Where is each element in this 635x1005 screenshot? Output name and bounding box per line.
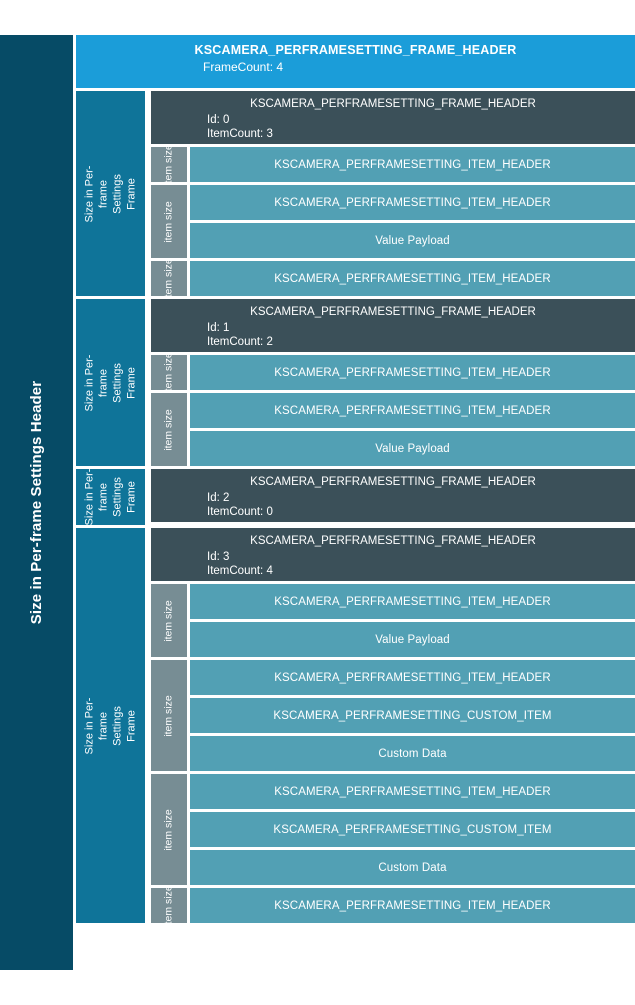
frame-body: KSCAMERA_PERFRAMESETTING_FRAME_HEADER Id:… [151, 299, 635, 466]
item-row: item size KSCAMERA_PERFRAMESETTING_ITEM_H… [151, 584, 635, 657]
top-frame-header-framecount: FrameCount: 4 [203, 60, 284, 74]
outer-band-size-in-per-frame-settings-header: Size in Per-frame Settings Header [0, 35, 73, 970]
item-size-band: item size [151, 393, 187, 466]
item-size-band: item size [151, 888, 187, 923]
item-row: item size KSCAMERA_PERFRAMESETTING_ITEM_H… [151, 774, 635, 885]
frame-size-band-label: Size in Per-frame Settings Frame [83, 354, 138, 411]
item-header-block: KSCAMERA_PERFRAMESETTING_ITEM_HEADER [190, 355, 635, 390]
frame-itemcount-text: ItemCount: 3 [207, 128, 273, 140]
value-payload-block: Value Payload [190, 223, 635, 258]
item-blocks: KSCAMERA_PERFRAMESETTING_ITEM_HEADER [190, 355, 635, 390]
item-row: item size KSCAMERA_PERFRAMESETTING_ITEM_H… [151, 393, 635, 466]
item-size-band: item size [151, 774, 187, 885]
frame-id-text: Id: 3 [207, 551, 230, 563]
item-size-band: item size [151, 185, 187, 258]
frame-header-block: KSCAMERA_PERFRAMESETTING_FRAME_HEADER Id:… [151, 528, 635, 581]
frame-header-meta: Id: 2 ItemCount: 0 [151, 491, 635, 519]
item-size-band: item size [151, 660, 187, 771]
item-size-label: item size [163, 408, 175, 451]
item-size-label: item size [163, 261, 175, 296]
item-size-label: item size [163, 694, 175, 737]
item-size-label: item size [163, 355, 175, 390]
frame-size-band: Size in Per-frame Settings Frame [76, 91, 145, 296]
custom-data-block: Custom Data [190, 850, 635, 885]
frame-body: KSCAMERA_PERFRAMESETTING_FRAME_HEADER Id:… [151, 469, 635, 525]
frame-size-band-label: Size in Per-frame Settings Frame [83, 165, 138, 222]
custom-item-header-block: KSCAMERA_PERFRAMESETTING_CUSTOM_ITEM [190, 698, 635, 733]
frame-size-band: Size in Per-frame Settings Frame [76, 528, 145, 923]
frame-body: KSCAMERA_PERFRAMESETTING_FRAME_HEADER Id:… [151, 528, 635, 923]
item-header-block: KSCAMERA_PERFRAMESETTING_ITEM_HEADER [190, 147, 635, 182]
frame-id-text: Id: 2 [207, 492, 230, 504]
value-payload-block: Value Payload [190, 431, 635, 466]
item-row: item size KSCAMERA_PERFRAMESETTING_ITEM_H… [151, 660, 635, 771]
item-size-label: item size [163, 808, 175, 851]
item-blocks: KSCAMERA_PERFRAMESETTING_ITEM_HEADER [190, 147, 635, 182]
frame-header-title: KSCAMERA_PERFRAMESETTING_FRAME_HEADER [250, 306, 536, 318]
frame-header-block: KSCAMERA_PERFRAMESETTING_FRAME_HEADER Id:… [151, 91, 635, 144]
item-header-block: KSCAMERA_PERFRAMESETTING_ITEM_HEADER [190, 888, 635, 923]
item-size-label: item size [163, 888, 175, 923]
item-row: item size KSCAMERA_PERFRAMESETTING_ITEM_H… [151, 261, 635, 296]
item-row: item size KSCAMERA_PERFRAMESETTING_ITEM_H… [151, 355, 635, 390]
item-size-band: item size [151, 355, 187, 390]
frame-id-text: Id: 1 [207, 322, 230, 334]
frame-body: KSCAMERA_PERFRAMESETTING_FRAME_HEADER Id:… [151, 91, 635, 296]
item-header-block: KSCAMERA_PERFRAMESETTING_ITEM_HEADER [190, 774, 635, 809]
frame-header-title: KSCAMERA_PERFRAMESETTING_FRAME_HEADER [250, 476, 536, 488]
value-payload-block: Value Payload [190, 622, 635, 657]
item-size-band: item size [151, 147, 187, 182]
item-blocks: KSCAMERA_PERFRAMESETTING_ITEM_HEADER [190, 888, 635, 923]
item-row: item size KSCAMERA_PERFRAMESETTING_ITEM_H… [151, 185, 635, 258]
item-size-band: item size [151, 261, 187, 296]
item-size-label: item size [163, 200, 175, 243]
item-header-block: KSCAMERA_PERFRAMESETTING_ITEM_HEADER [190, 185, 635, 220]
frame-size-band-label: Size in Per-frame Settings Frame [83, 697, 138, 754]
item-header-block: KSCAMERA_PERFRAMESETTING_ITEM_HEADER [190, 584, 635, 619]
frame-header-meta: Id: 1 ItemCount: 2 [151, 321, 635, 349]
frame-size-band: Size in Per-frame Settings Frame [76, 299, 145, 466]
frame-header-meta: Id: 3 ItemCount: 4 [151, 550, 635, 578]
outer-band-label: Size in Per-frame Settings Header [28, 380, 46, 625]
frame-itemcount-text: ItemCount: 0 [207, 506, 273, 518]
frame-header-title: KSCAMERA_PERFRAMESETTING_FRAME_HEADER [250, 535, 536, 547]
item-header-block: KSCAMERA_PERFRAMESETTING_ITEM_HEADER [190, 660, 635, 695]
item-row: item size KSCAMERA_PERFRAMESETTING_ITEM_H… [151, 147, 635, 182]
frame-itemcount-text: ItemCount: 4 [207, 565, 273, 577]
frame-size-band: Size in Per-frame Settings Frame [76, 469, 145, 525]
item-size-label: item size [163, 147, 175, 182]
frame-itemcount-text: ItemCount: 2 [207, 336, 273, 348]
frame-header-block: KSCAMERA_PERFRAMESETTING_FRAME_HEADER Id:… [151, 299, 635, 352]
top-frame-header-block: KSCAMERA_PERFRAMESETTING_FRAME_HEADER Fr… [76, 35, 635, 88]
frame-header-meta: Id: 0 ItemCount: 3 [151, 113, 635, 141]
item-header-block: KSCAMERA_PERFRAMESETTING_ITEM_HEADER [190, 393, 635, 428]
frame-header-title: KSCAMERA_PERFRAMESETTING_FRAME_HEADER [250, 98, 536, 110]
frame-id-text: Id: 0 [207, 114, 230, 126]
item-header-block: KSCAMERA_PERFRAMESETTING_ITEM_HEADER [190, 261, 635, 296]
top-frame-header-title: KSCAMERA_PERFRAMESETTING_FRAME_HEADER [194, 43, 517, 57]
item-row: item size KSCAMERA_PERFRAMESETTING_ITEM_H… [151, 888, 635, 923]
item-size-band: item size [151, 584, 187, 657]
frame-header-block: KSCAMERA_PERFRAMESETTING_FRAME_HEADER Id:… [151, 469, 635, 522]
item-size-label: item size [163, 599, 175, 642]
custom-data-block: Custom Data [190, 736, 635, 771]
custom-item-header-block: KSCAMERA_PERFRAMESETTING_CUSTOM_ITEM [190, 812, 635, 847]
content-column: KSCAMERA_PERFRAMESETTING_FRAME_HEADER Fr… [76, 35, 635, 926]
frame-size-band-label: Size in Per-frame Settings Frame [83, 469, 138, 525]
item-blocks: KSCAMERA_PERFRAMESETTING_ITEM_HEADER [190, 261, 635, 296]
